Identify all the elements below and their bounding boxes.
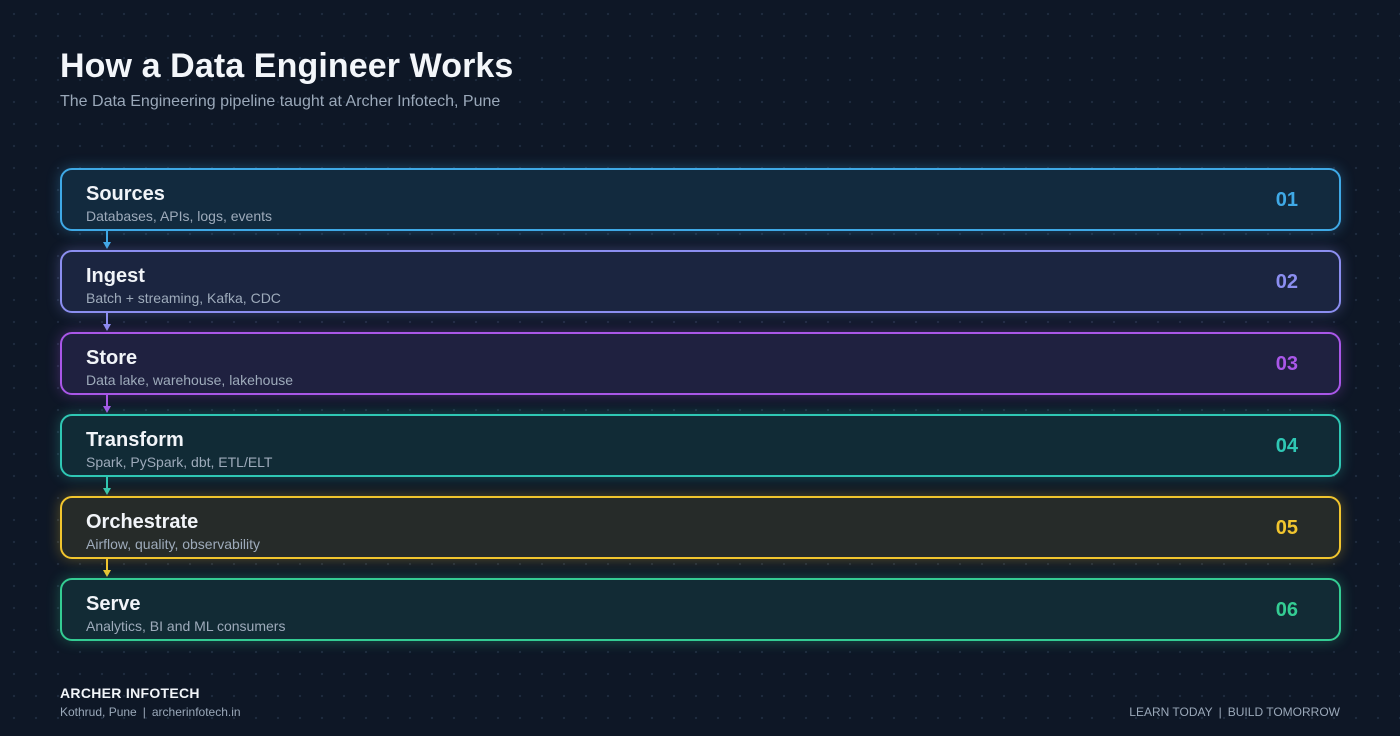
step-description: Spark, PySpark, dbt, ETL/ELT bbox=[86, 454, 273, 470]
arrow-down-icon bbox=[103, 570, 111, 577]
footer-location: Kothrud, Pune bbox=[60, 705, 137, 719]
step-description: Data lake, warehouse, lakehouse bbox=[86, 372, 294, 388]
pipeline-step-store: Store Data lake, warehouse, lakehouse 03 bbox=[60, 332, 1341, 413]
step-description: Databases, APIs, logs, events bbox=[86, 208, 272, 224]
step-number: 05 bbox=[1275, 517, 1298, 539]
page-title: How a Data Engineer Works bbox=[60, 47, 514, 85]
step-title: Serve bbox=[86, 593, 141, 615]
connector-line bbox=[106, 313, 108, 325]
step-title: Store bbox=[86, 347, 138, 369]
step-number: 02 bbox=[1275, 271, 1298, 293]
step-title: Sources bbox=[86, 183, 165, 205]
page-subtitle: The Data Engineering pipeline taught at … bbox=[60, 93, 501, 110]
step-description: Batch + streaming, Kafka, CDC bbox=[86, 290, 281, 306]
arrow-down-icon bbox=[103, 406, 111, 413]
connector-line bbox=[106, 395, 108, 407]
step-number: 06 bbox=[1275, 599, 1298, 621]
footer-separator: | bbox=[142, 705, 146, 719]
tagline-right: BUILD TOMORROW bbox=[1227, 705, 1340, 719]
pipeline-step-sources: Sources Databases, APIs, logs, events 01 bbox=[60, 168, 1341, 249]
footer-tagline: LEARN TODAY | BUILD TOMORROW bbox=[1129, 705, 1340, 719]
pipeline-step-ingest: Ingest Batch + streaming, Kafka, CDC 02 bbox=[60, 250, 1341, 331]
pipeline-step-transform: Transform Spark, PySpark, dbt, ETL/ELT 0… bbox=[60, 414, 1341, 495]
arrow-down-icon bbox=[103, 324, 111, 331]
step-number: 04 bbox=[1275, 435, 1298, 457]
connector-line bbox=[106, 559, 108, 571]
footer-website: archerinfotech.in bbox=[151, 705, 241, 719]
step-number: 01 bbox=[1275, 189, 1298, 211]
step-description: Analytics, BI and ML consumers bbox=[86, 618, 286, 634]
arrow-down-icon bbox=[103, 488, 111, 495]
pipeline-step-orchestrate: Orchestrate Airflow, quality, observabil… bbox=[60, 496, 1341, 577]
tagline-left: LEARN TODAY bbox=[1129, 705, 1213, 719]
step-title: Ingest bbox=[86, 265, 145, 287]
connector-line bbox=[106, 477, 108, 489]
footer-brand: ARCHER INFOTECH bbox=[60, 685, 200, 701]
step-number: 03 bbox=[1275, 353, 1298, 375]
tagline-separator: | bbox=[1218, 705, 1222, 719]
footer-contact: Kothrud, Pune | archerinfotech.in bbox=[60, 705, 241, 719]
step-description: Airflow, quality, observability bbox=[86, 536, 261, 552]
step-title: Transform bbox=[86, 429, 184, 451]
pipeline-step-serve: Serve Analytics, BI and ML consumers 06 bbox=[60, 578, 1341, 641]
arrow-down-icon bbox=[103, 242, 111, 249]
pipeline-steps: Sources Databases, APIs, logs, events 01… bbox=[60, 168, 1341, 641]
connector-line bbox=[106, 231, 108, 243]
step-title: Orchestrate bbox=[86, 511, 199, 533]
